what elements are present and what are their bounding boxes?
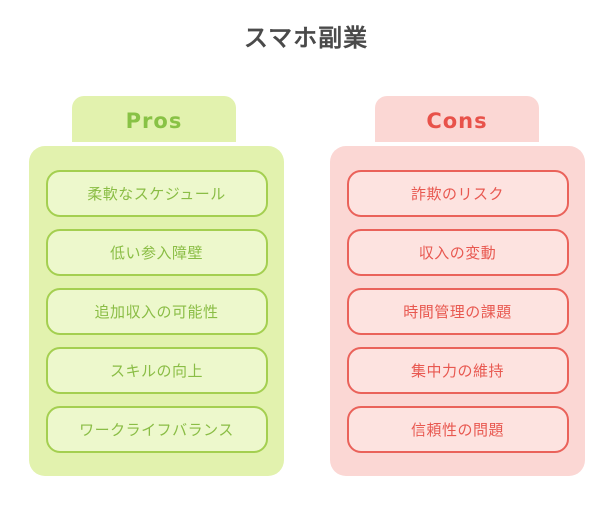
pros-item: スキルの向上	[45, 347, 268, 394]
cons-item: 信頼性の問題	[346, 406, 569, 453]
cons-item: 集中力の維持	[346, 347, 569, 394]
cons-item: 詐欺のリスク	[346, 170, 569, 217]
cons-header-tab: Cons	[375, 96, 539, 154]
pros-card: 柔軟なスケジュール 低い参入障壁 追加収入の可能性 スキルの向上 ワークライフバ…	[29, 146, 284, 476]
pros-item: 低い参入障壁	[45, 229, 268, 276]
pros-item: 追加収入の可能性	[45, 288, 268, 335]
pros-header-tab: Pros	[72, 96, 236, 154]
cons-item: 時間管理の課題	[346, 288, 569, 335]
cons-card: 詐欺のリスク 収入の変動 時間管理の課題 集中力の維持 信頼性の問題	[330, 146, 585, 476]
cons-item: 収入の変動	[346, 229, 569, 276]
pros-item: ワークライフバランス	[45, 406, 268, 453]
diagram-title: スマホ副業	[243, 24, 369, 52]
pros-item: 柔軟なスケジュール	[45, 170, 268, 217]
